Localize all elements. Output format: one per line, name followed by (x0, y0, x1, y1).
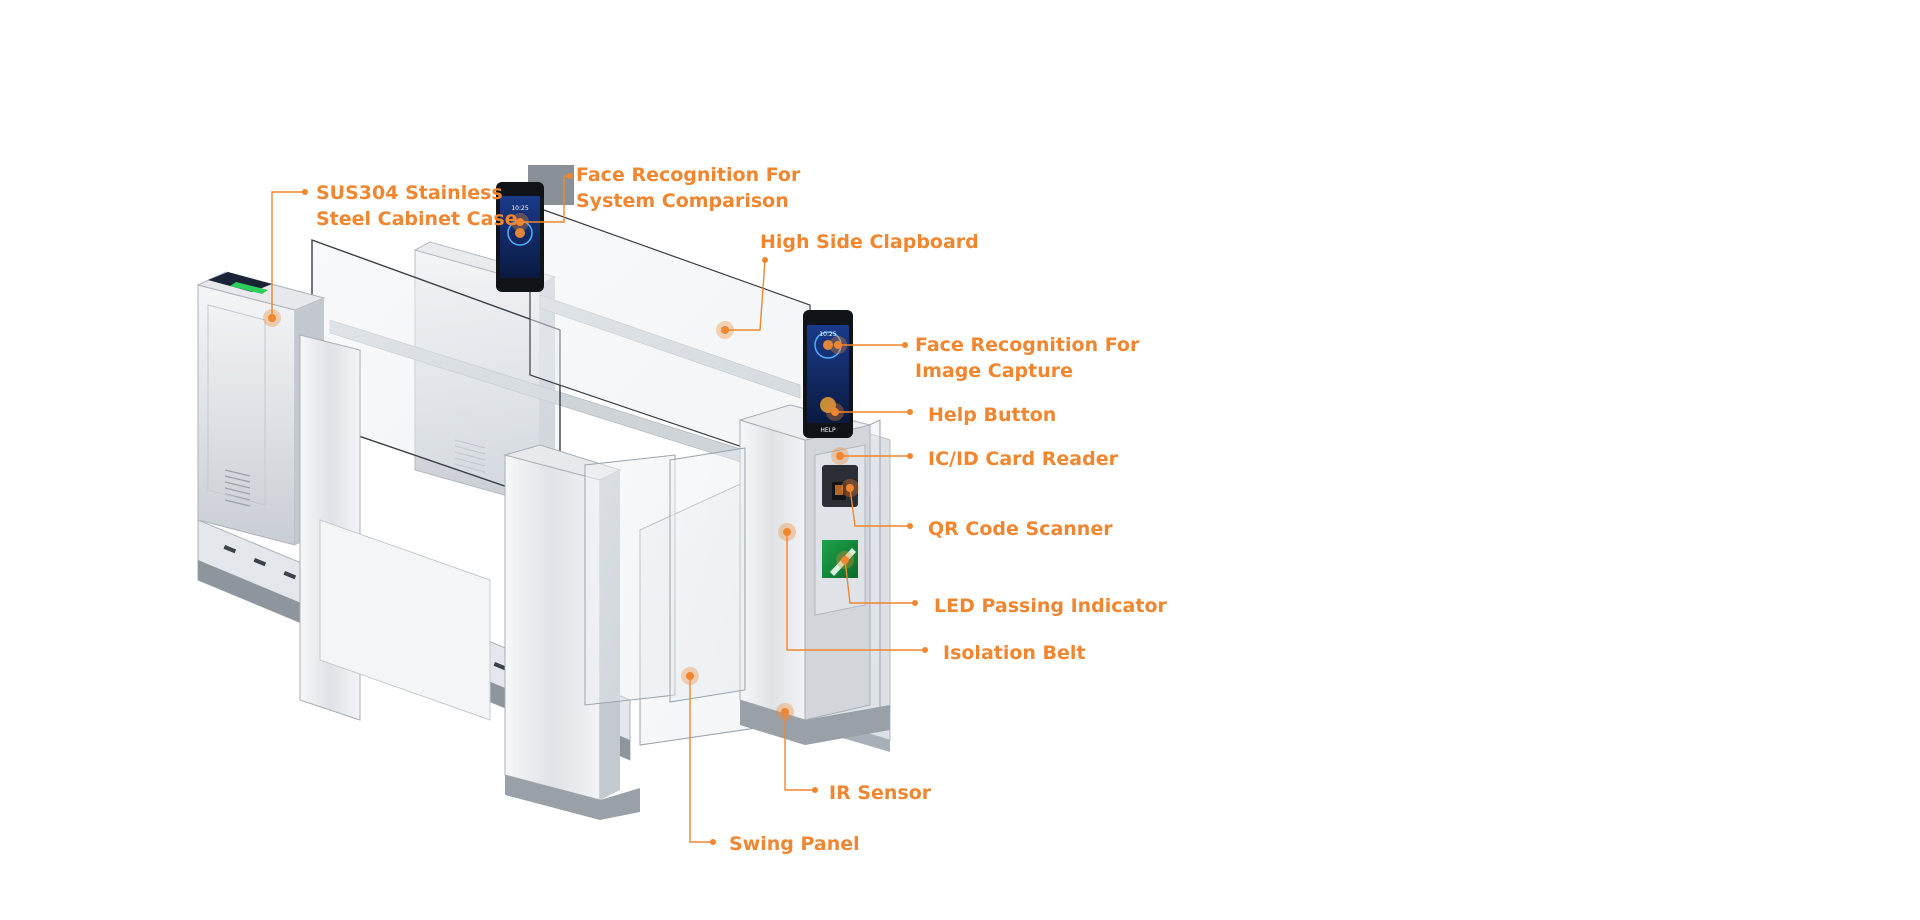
callout-led-indicator-line1: LED Passing Indicator (934, 595, 1167, 617)
screen-time-back: 10:25 (511, 205, 528, 212)
callout-face-compare: Face Recognition For System Comparison (576, 162, 800, 214)
help-button-icon (820, 397, 836, 413)
callout-swing-panel: Swing Panel (729, 831, 860, 857)
callout-card-reader-line1: IC/ID Card Reader (928, 448, 1118, 470)
callout-face-capture-line2: Image Capture (915, 360, 1074, 382)
screen-time-front: 10:25 (819, 331, 836, 338)
callout-sus304: SUS304 Stainless Steel Cabinet Case (316, 180, 518, 232)
callout-swing-panel-line1: Swing Panel (729, 833, 860, 855)
front-left-wing (299, 334, 640, 820)
callout-sus304-line1: SUS304 Stainless (316, 182, 503, 204)
face-terminal-front: 10:25 HELP (803, 310, 853, 438)
callout-sus304-line2: Steel Cabinet Case (316, 208, 518, 230)
callout-dots (263, 173, 928, 845)
callout-qr-scanner-line1: QR Code Scanner (928, 518, 1113, 540)
face-terminal-back: 10:25 (496, 165, 574, 292)
callout-isolation-belt-line1: Isolation Belt (943, 642, 1086, 664)
callout-face-compare-line1: Face Recognition For (576, 164, 801, 186)
callout-isolation-belt: Isolation Belt (943, 640, 1086, 666)
callout-ir-sensor-line1: IR Sensor (829, 782, 932, 804)
swing-panel (584, 447, 746, 706)
led-indicator-panel (822, 540, 858, 578)
callout-high-side: High Side Clapboard (760, 229, 979, 255)
callout-ir-sensor: IR Sensor (829, 780, 931, 806)
callout-face-compare-line2: System Comparison (576, 190, 789, 212)
callout-high-side-line1: High Side Clapboard (760, 231, 979, 253)
callout-card-reader: IC/ID Card Reader (928, 446, 1118, 472)
callout-qr-scanner: QR Code Scanner (928, 516, 1113, 542)
callout-help-button-line1: Help Button (928, 404, 1057, 426)
callout-led-indicator: LED Passing Indicator (934, 593, 1167, 619)
callout-face-capture: Face Recognition For Image Capture (915, 332, 1139, 384)
screen-help-text: HELP (820, 427, 836, 434)
callout-help-button: Help Button (928, 402, 1056, 428)
callout-face-capture-line1: Face Recognition For (915, 334, 1140, 356)
